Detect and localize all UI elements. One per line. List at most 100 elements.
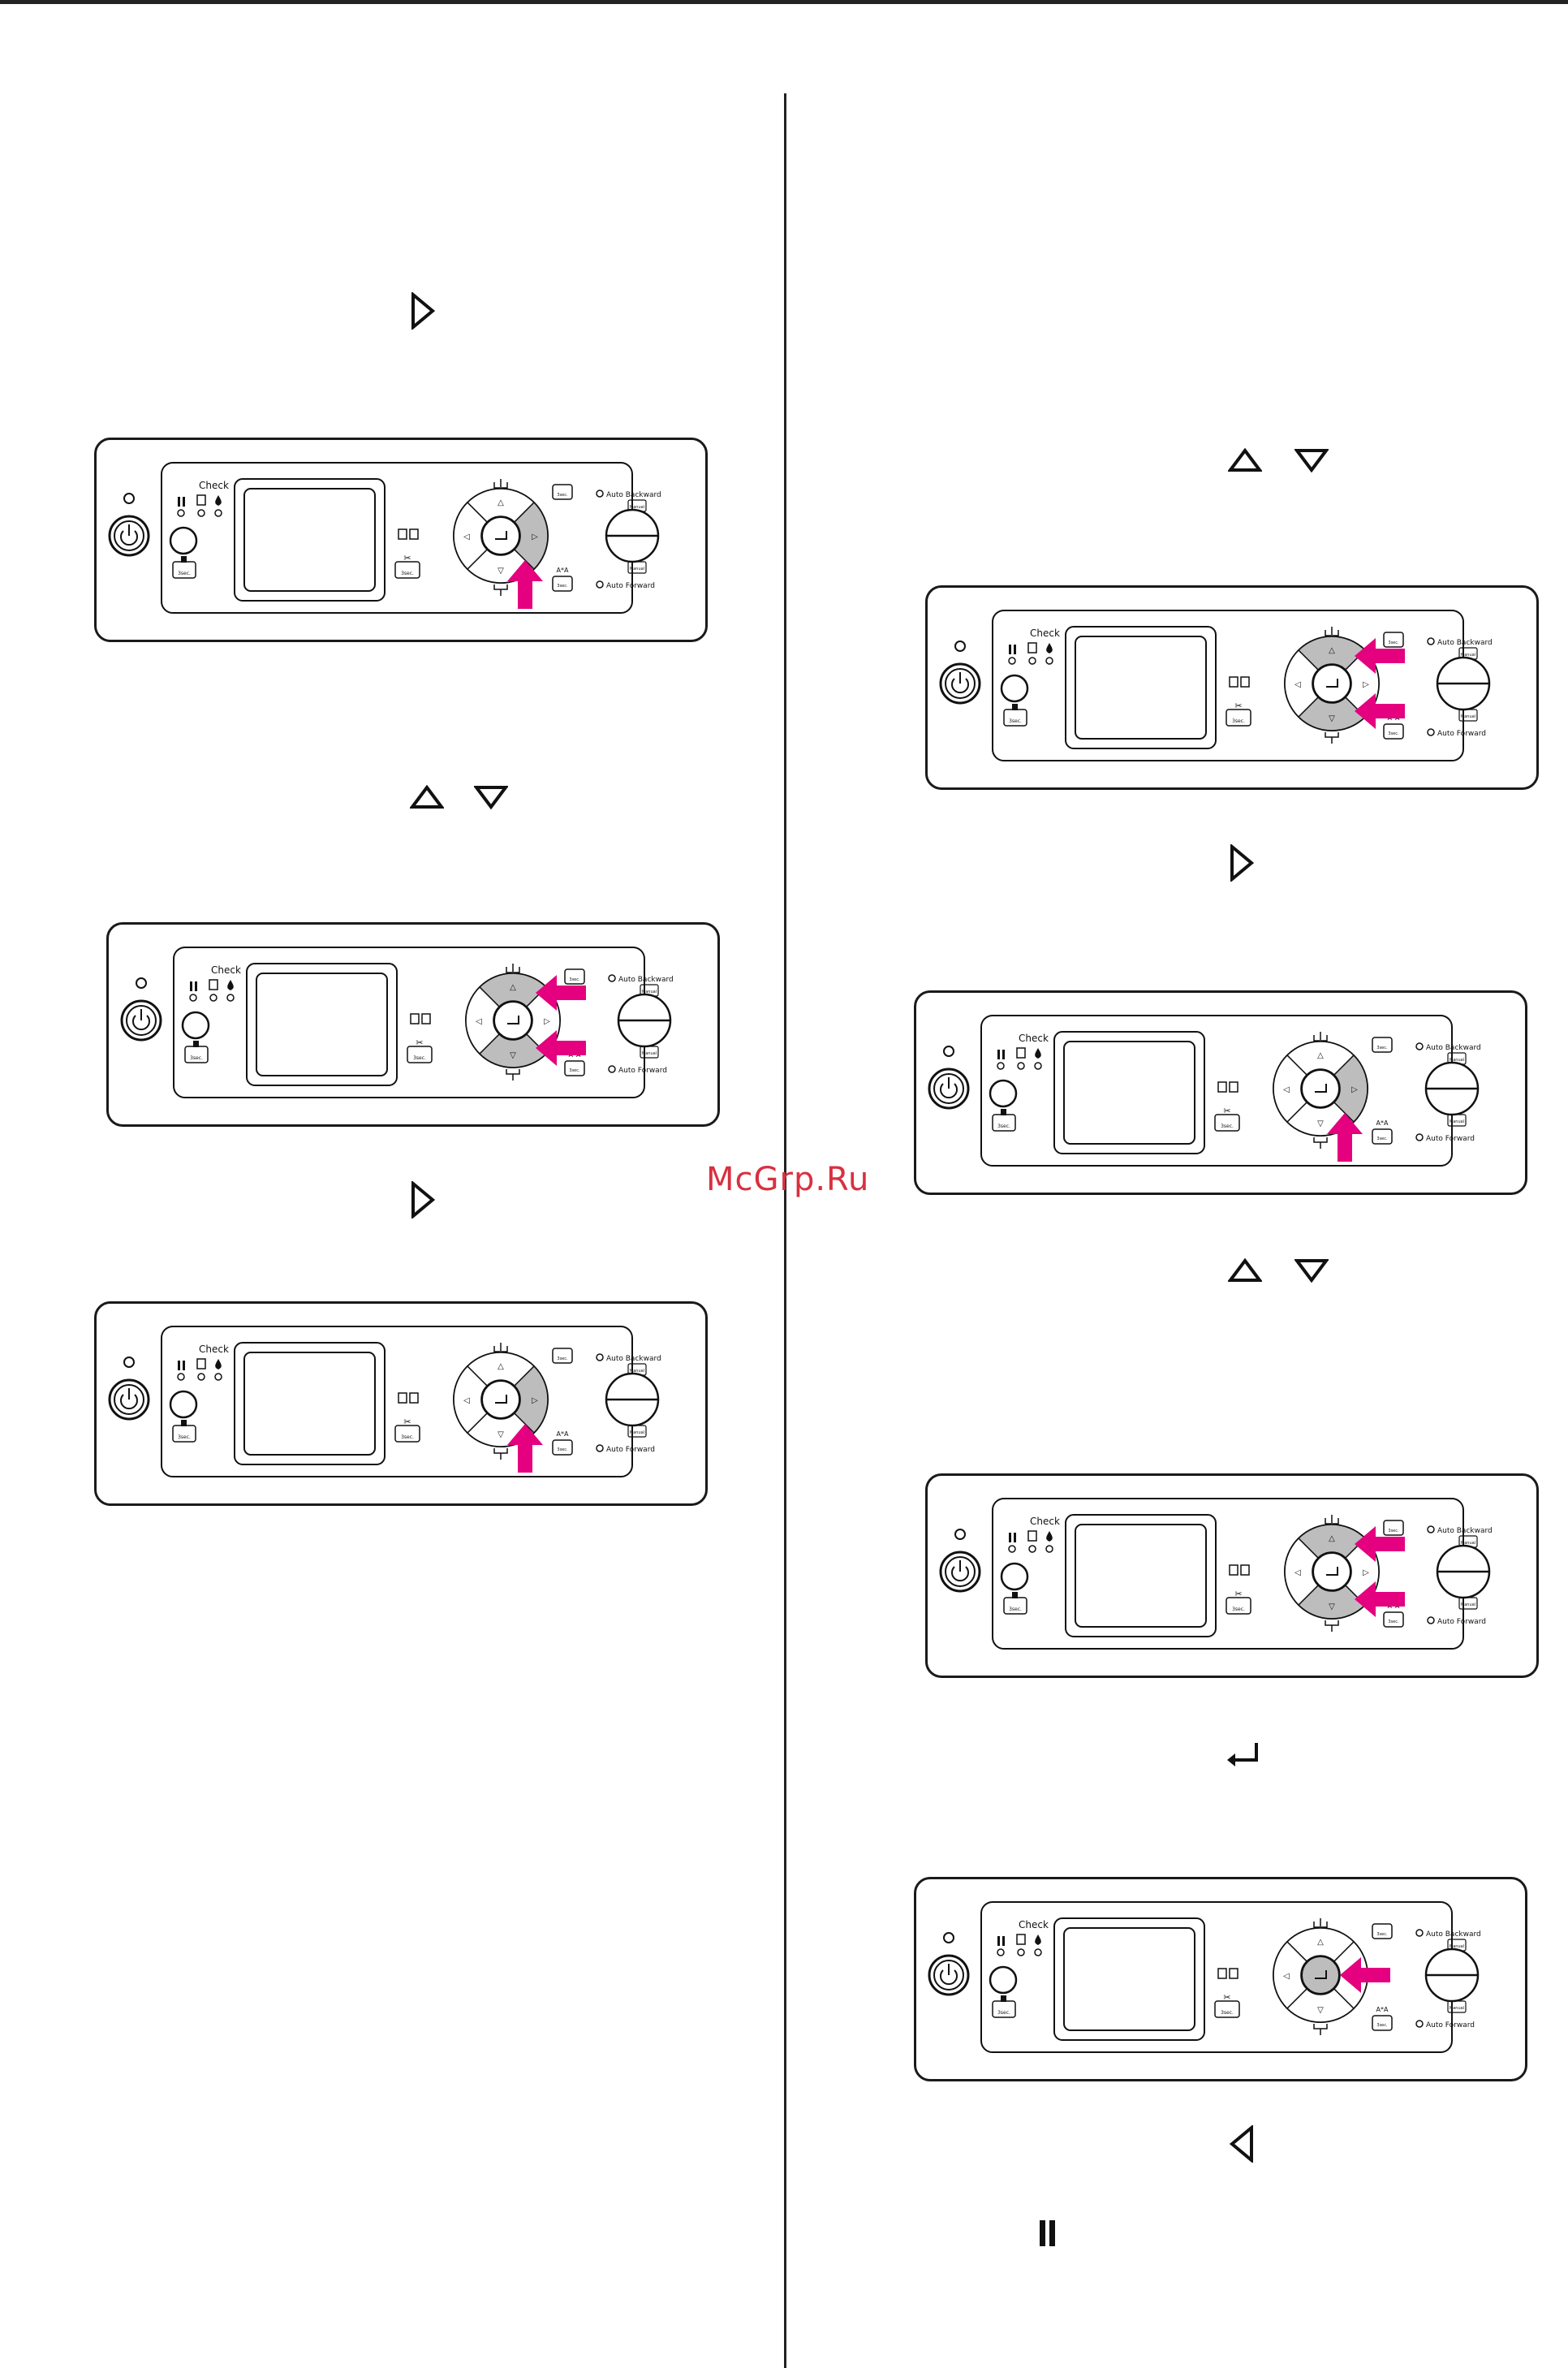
- pause-icon: [1040, 2220, 1055, 2246]
- manual-backward-label: Manual: [642, 990, 657, 994]
- power-button: [939, 662, 981, 705]
- feed-up-icon: [506, 964, 520, 973]
- lcd-frame: [1065, 1514, 1217, 1637]
- ink-led: [214, 1373, 222, 1381]
- paper-source-icon: [1217, 1968, 1227, 1979]
- menu-button: [1383, 1611, 1404, 1628]
- up-button: [466, 1352, 536, 1387]
- menu-hold-label: 3sec.: [557, 584, 568, 589]
- cleaning-hold-label: 3sec.: [1388, 641, 1399, 645]
- delete-hold-label: 3sec.: [997, 2010, 1010, 2016]
- manual-backward-label: Manual: [630, 505, 644, 510]
- power-led: [123, 493, 135, 504]
- feed-down-icon: [1325, 1620, 1339, 1632]
- scissors-icon: ✂: [1234, 1589, 1242, 1599]
- auto-forward-label: Auto Forward: [1437, 730, 1486, 738]
- paper-led: [197, 509, 205, 517]
- highlight-arrow: [1355, 638, 1405, 674]
- down-arrow-icon: ▽: [498, 1430, 504, 1439]
- ink-drop-icon: [215, 495, 222, 506]
- auto-forward-led: [608, 1065, 616, 1073]
- power-led: [123, 1357, 135, 1368]
- pause-led: [189, 994, 197, 1002]
- paper-source-icon: [1229, 1564, 1238, 1576]
- lcd-frame: [246, 963, 398, 1086]
- feed-up-icon: [1325, 627, 1339, 636]
- right-arrow-icon: ▷: [1351, 1085, 1358, 1094]
- highlight-arrow: [1355, 693, 1405, 729]
- manual-forward-label: Manual: [1450, 1119, 1464, 1124]
- cleaning-button: [552, 1348, 573, 1364]
- left-button: [465, 986, 501, 1055]
- feed-up-icon: [493, 479, 508, 489]
- left-arrow-icon: ◁: [1294, 680, 1301, 689]
- auto-forward-led: [1427, 728, 1435, 736]
- power-led: [943, 1046, 954, 1057]
- right-triangle-icon: [1230, 844, 1254, 882]
- pause-led: [1008, 1545, 1016, 1553]
- manual-forward-label: Manual: [1461, 714, 1475, 719]
- menu-hold-label: 3sec.: [569, 1068, 580, 1073]
- power-button: [928, 1954, 970, 1996]
- scissors-icon: ✂: [403, 1417, 411, 1427]
- lcd-frame: [1053, 1031, 1205, 1154]
- ink-led: [214, 509, 222, 517]
- enter-button: [1312, 1552, 1351, 1591]
- auto-backward-label: Auto Backward: [1426, 1930, 1481, 1939]
- right-arrow-icon: ▷: [1363, 680, 1369, 689]
- right-button: [513, 501, 549, 571]
- paper-led: [1017, 1948, 1025, 1956]
- feed-up-icon: [1313, 1918, 1328, 1928]
- cut-hold-label: 3sec.: [1232, 718, 1245, 724]
- check-label: Check: [199, 480, 229, 491]
- delete-hold-label: 3sec.: [997, 1124, 1010, 1129]
- manual-forward-button: [1458, 1597, 1478, 1610]
- cut-hold-label: 3sec.: [1232, 1607, 1245, 1612]
- enter-button: [481, 516, 520, 555]
- enter-icon: [495, 1395, 507, 1404]
- power-button: [939, 1551, 981, 1593]
- pause-button: [989, 1079, 1018, 1108]
- feed-down-icon: [493, 584, 508, 596]
- auto-backward-led: [1427, 1525, 1435, 1533]
- power-icon: [951, 678, 969, 694]
- scissors-icon: ✂: [416, 1037, 423, 1048]
- up-arrow-icon: △: [498, 498, 504, 507]
- check-label: Check: [1030, 1516, 1060, 1527]
- manual-forward-button: [640, 1046, 659, 1059]
- feed-down-icon: [506, 1069, 520, 1080]
- enter-button: [481, 1380, 520, 1419]
- auto-backward-led: [596, 1353, 604, 1361]
- auto-backward-led: [1415, 1929, 1424, 1937]
- trash-icon: [1001, 1995, 1006, 2002]
- lcd-screen: [243, 488, 376, 592]
- enter-icon: [495, 531, 507, 540]
- cut-button: [1214, 2000, 1240, 2018]
- lcd-frame: [234, 478, 386, 602]
- font-icon: A*A: [1376, 1119, 1389, 1127]
- lcd-frame: [1065, 626, 1217, 749]
- paper-icon: [1016, 1934, 1026, 1945]
- cleaning-hold-label: 3sec.: [557, 1357, 568, 1361]
- ink-drop-icon: [1035, 1048, 1041, 1059]
- highlight-arrow: [1355, 1581, 1405, 1617]
- down-triangle-icon: [1294, 1259, 1329, 1283]
- lcd-screen: [1063, 1041, 1195, 1145]
- pause-icon: [190, 981, 192, 991]
- manual-backward-label: Manual: [1461, 1541, 1475, 1546]
- left-button: [1273, 1940, 1308, 2010]
- right-triangle-icon: [411, 292, 435, 330]
- right-button: [1333, 1054, 1368, 1124]
- menu-hold-label: 3sec.: [1388, 1620, 1399, 1624]
- column-divider: [784, 93, 786, 2368]
- power-icon: [940, 1969, 958, 1986]
- cut-button: [1226, 709, 1251, 727]
- power-icon: [951, 1566, 969, 1582]
- down-arrow-icon: ▽: [1329, 714, 1335, 723]
- power-led: [954, 641, 966, 652]
- menu-button: [552, 576, 573, 592]
- left-button: [453, 501, 489, 571]
